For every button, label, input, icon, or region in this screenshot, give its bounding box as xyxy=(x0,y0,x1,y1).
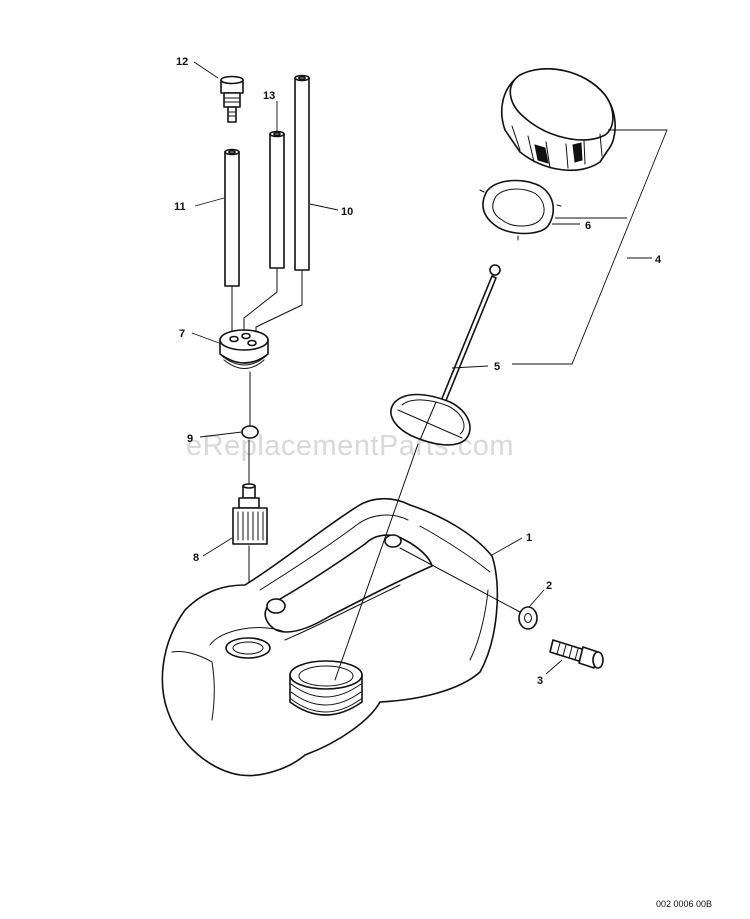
leader-lines xyxy=(191,61,668,675)
label-part-6: 6 xyxy=(585,220,591,232)
part-number-labels: 1 2 3 4 5 6 7 8 9 10 11 12 13 xyxy=(174,56,662,687)
label-part-2: 2 xyxy=(546,580,552,592)
label-part-3: 3 xyxy=(537,675,543,687)
part-7-grommet[interactable] xyxy=(219,329,269,369)
part-5-strainer[interactable] xyxy=(334,264,501,681)
part-9-o-ring[interactable] xyxy=(241,371,259,439)
part-1-fuel-tank[interactable] xyxy=(161,497,521,777)
part-13-fuel-tube[interactable] xyxy=(243,130,285,333)
label-part-13: 13 xyxy=(263,90,275,102)
drawing-code: 002 0006 00B xyxy=(656,899,712,909)
label-part-1: 1 xyxy=(526,532,532,544)
part-6-gasket[interactable] xyxy=(479,179,562,241)
label-part-9: 9 xyxy=(187,433,193,445)
label-part-11: 11 xyxy=(174,201,186,213)
label-part-5: 5 xyxy=(494,361,500,373)
label-part-10: 10 xyxy=(341,206,353,218)
part-8-fuel-filter[interactable] xyxy=(232,439,268,641)
part-2-washer[interactable] xyxy=(518,606,538,630)
part-11-fuel-tube[interactable] xyxy=(224,148,240,333)
label-part-4: 4 xyxy=(655,254,662,266)
part-3-bolt[interactable] xyxy=(549,639,604,669)
part-4-fuel-cap[interactable] xyxy=(500,68,616,172)
part-10-fuel-tube[interactable] xyxy=(255,74,310,337)
part-12-fitting[interactable] xyxy=(220,75,244,123)
label-part-7: 7 xyxy=(179,328,185,340)
label-part-12: 12 xyxy=(176,56,188,68)
label-part-8: 8 xyxy=(193,552,199,564)
